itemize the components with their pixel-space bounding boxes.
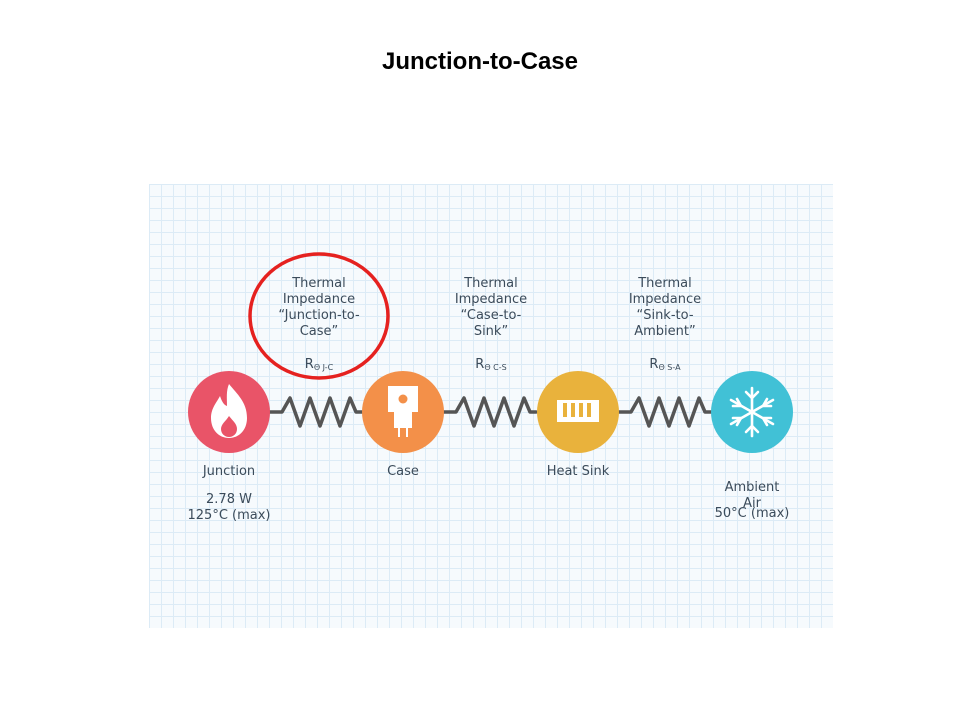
flame-icon	[211, 384, 247, 438]
impedance-label-junction-case: Thermal Impedance “Junction-to- Case”	[278, 276, 360, 339]
component-icon	[388, 386, 418, 437]
resistor-junction-case	[268, 396, 364, 428]
highlight-ring	[248, 252, 390, 380]
node-label-ambient-air: Ambient Air	[724, 480, 780, 511]
ambient-details: 50°C (max)	[714, 506, 790, 521]
impedance-label-sink-ambient: Thermal Impedance “Sink-to- Ambient”	[628, 276, 702, 339]
node-label-case: Case	[387, 464, 419, 479]
node-label-junction: Junction	[202, 464, 256, 479]
junction-details: 2.78 W 125°C (max)	[187, 492, 271, 523]
heat-sink-icon	[557, 400, 599, 422]
impedance-label-case-sink: Thermal Impedance “Case-to- Sink”	[454, 276, 528, 339]
resistor-sink-ambient	[617, 396, 713, 428]
snowflake-icon	[729, 386, 775, 438]
node-label-heat-sink: Heat Sink	[546, 464, 610, 479]
node-case	[362, 371, 444, 453]
node-junction	[188, 371, 270, 453]
node-ambient-air	[711, 371, 793, 453]
resistance-symbol-sink-ambient: RΘ S-A	[649, 357, 681, 372]
slide-title: Junction-to-Case	[381, 48, 578, 75]
resistor-case-sink	[442, 396, 538, 428]
resistance-symbol-junction-case: RΘ J-C	[304, 357, 334, 372]
node-heat-sink	[537, 371, 619, 453]
resistance-symbol-case-sink: RΘ C-S	[475, 357, 507, 372]
